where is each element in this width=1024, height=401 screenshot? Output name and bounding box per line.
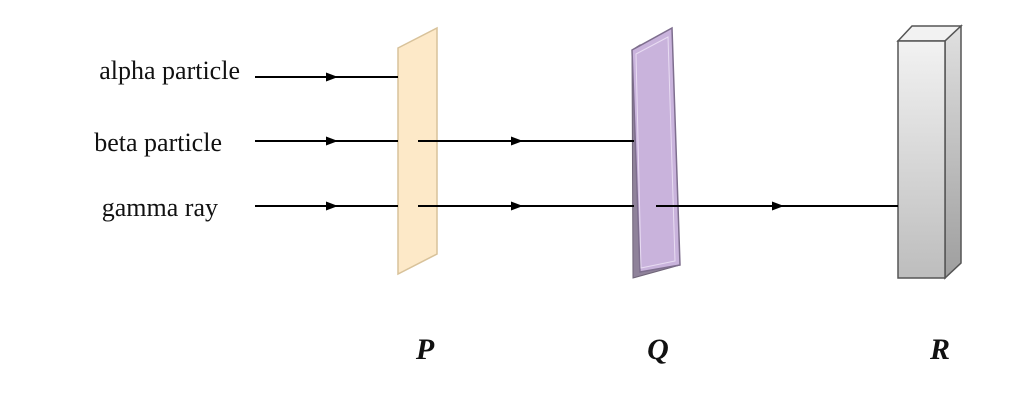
barrier-p (397, 26, 438, 276)
barrier-q (631, 26, 681, 279)
barrier-r (896, 24, 963, 280)
arrowhead (511, 201, 523, 211)
barrier-label-q: Q (647, 333, 669, 366)
arrowhead (326, 136, 338, 146)
arrowhead (326, 201, 338, 211)
particle-label-alpha: alpha particle (99, 56, 240, 85)
particle-label-gamma: gamma ray (102, 193, 218, 222)
arrowhead (326, 72, 338, 82)
arrowhead (511, 136, 523, 146)
barrier-label-p: P (415, 333, 435, 366)
particle-label-beta: beta particle (94, 128, 222, 157)
beta-ray (255, 136, 634, 146)
barrier-label-r: R (929, 333, 950, 366)
alpha-ray (255, 72, 398, 82)
arrowhead (772, 201, 784, 211)
gamma-ray (255, 201, 898, 211)
